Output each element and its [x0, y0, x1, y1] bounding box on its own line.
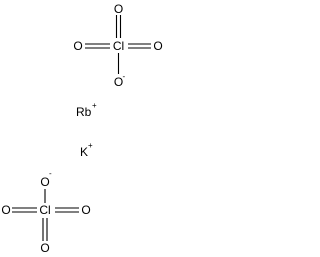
perchlorate-bottom-oxygen-down: O — [40, 241, 49, 255]
cation-potassium: K + — [80, 141, 93, 159]
chemical-structure-figure: Cl O O O O - Rb + K + Cl O - O — [1, 2, 162, 255]
perchlorate-top-oxygen-down: O — [114, 75, 123, 89]
cation-rubidium: Rb + — [76, 101, 97, 119]
perchlorate-bottom-oxygen-left: O — [1, 203, 10, 217]
perchlorate-top-oxygen-right: O — [153, 39, 162, 53]
perchlorate-bottom-oxygen-up: O — [40, 175, 49, 189]
perchlorate-bottom: Cl O - O O O — [1, 169, 90, 255]
perchlorate-bottom-oxygen-right: O — [81, 203, 90, 217]
perchlorate-bottom-chlorine: Cl — [39, 203, 50, 217]
perchlorate-top-oxygen-charge: - — [123, 72, 126, 81]
perchlorate-top-oxygen-left: O — [73, 39, 82, 53]
potassium-symbol: K — [80, 145, 88, 159]
rubidium-charge: + — [92, 101, 97, 110]
perchlorate-bottom-oxygen-charge: - — [49, 169, 52, 178]
perchlorate-top-bonds — [85, 15, 151, 74]
potassium-charge: + — [88, 141, 93, 150]
perchlorate-top: Cl O O O O - — [73, 2, 162, 89]
perchlorate-top-chlorine: Cl — [113, 39, 124, 53]
rubidium-symbol: Rb — [76, 105, 92, 119]
perchlorate-top-oxygen-up: O — [114, 2, 123, 16]
perchlorate-bottom-bonds — [12, 189, 79, 241]
